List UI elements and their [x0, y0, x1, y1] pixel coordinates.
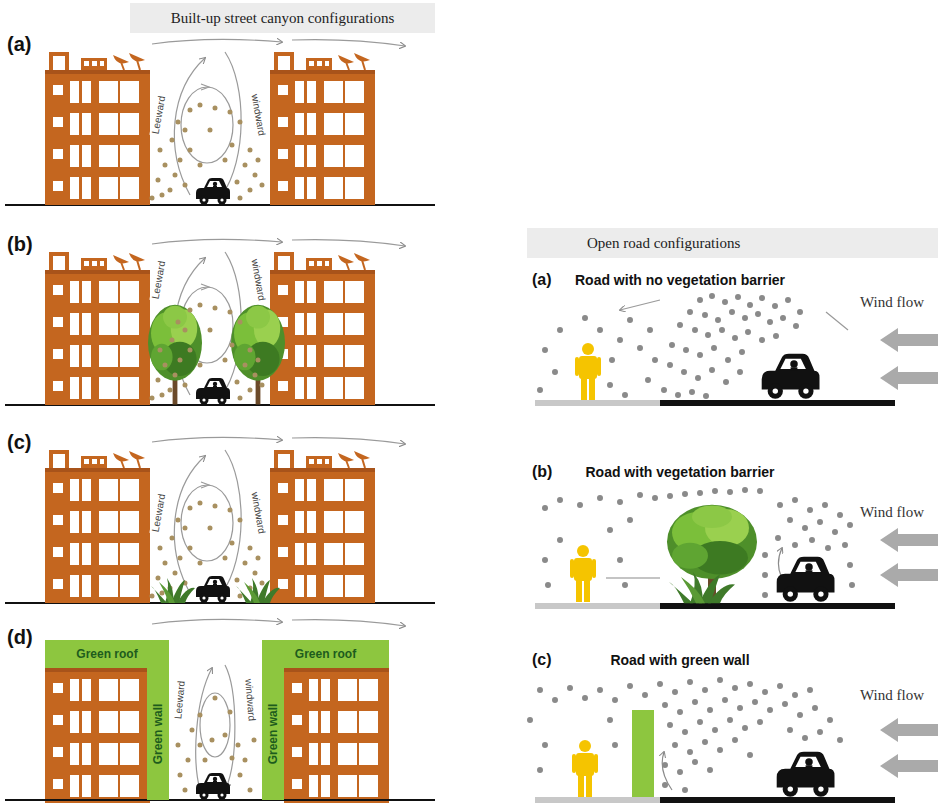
side-label: Leeward — [149, 93, 168, 137]
green-wall: Green wall — [262, 668, 284, 800]
panel-letter: (b) — [5, 232, 35, 256]
header-text: Open road configurations — [587, 235, 740, 252]
panel-title: Road with no vegetation barrier — [573, 272, 787, 289]
side-label: windward — [248, 489, 268, 537]
panel-letter: (d) — [5, 625, 35, 649]
side-label: windward — [242, 676, 258, 723]
side-label: windward — [248, 91, 268, 139]
green-roof-label: Green roof — [76, 647, 137, 661]
header-band: Open road configurations — [527, 228, 938, 258]
side-label: Leeward — [149, 491, 168, 535]
panel-letter: (a) — [530, 270, 554, 289]
panel-letter: (c) — [5, 430, 33, 454]
street-canyon-panels — [5, 39, 435, 803]
green-wall-label: Green wall — [266, 704, 280, 765]
side-label: windward — [248, 256, 268, 304]
panel-letter: (b) — [530, 462, 554, 481]
panel-letter: (c) — [530, 650, 554, 669]
green-roof-label: Green roof — [295, 647, 356, 661]
open-road-panels — [530, 296, 938, 803]
green-roof: Green roof — [45, 640, 169, 668]
green-wall: Green wall — [147, 668, 169, 800]
panel-title: Road with green wall — [608, 652, 751, 669]
panel-letter: (a) — [5, 32, 33, 56]
header-band: Built-up street canyon configurations — [130, 3, 435, 33]
wind-label: Wind flow — [858, 293, 926, 311]
side-label: Leeward — [172, 678, 188, 721]
green-roof: Green roof — [262, 640, 389, 668]
wind-label: Wind flow — [858, 686, 926, 704]
header-text: Built-up street canyon configurations — [171, 10, 395, 27]
side-label: Leeward — [149, 258, 168, 302]
wind-label: Wind flow — [858, 503, 926, 521]
panel-title: Road with vegetation barrier — [583, 464, 776, 481]
green-wall-label: Green wall — [151, 704, 165, 765]
